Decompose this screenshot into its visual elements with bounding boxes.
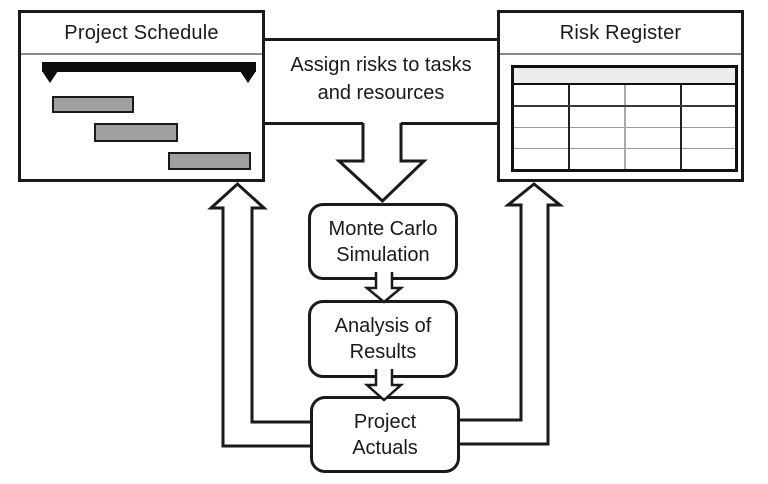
assign-risks-label: Assign risks to tasks and resources: [270, 51, 492, 107]
title-separator: [500, 53, 741, 55]
assign-risks-label-line2: and resources: [317, 82, 445, 104]
risk-table-grid: [511, 65, 738, 172]
risk-table-row: [512, 84, 737, 107]
actuals-label-line1: Project: [353, 410, 417, 433]
risk-register-title: Risk Register: [559, 21, 682, 44]
gantt-task-bar-2: [94, 123, 178, 142]
merge-down-arrow: [335, 123, 428, 204]
gantt-summary-bar: [42, 62, 256, 72]
band-bottom-line-left: [265, 122, 363, 125]
actuals-to-register-up-arrow: [460, 182, 565, 446]
gantt-task-bar-1: [52, 96, 134, 113]
title-separator: [21, 53, 262, 55]
gantt-summary-end-left: [42, 71, 58, 83]
actuals-to-schedule-up-arrow: [207, 181, 310, 448]
assign-risks-label-line1: Assign risks to tasks: [290, 54, 472, 76]
risk-register-panel: Risk Register: [497, 10, 744, 182]
gantt-task-bar-3: [168, 152, 251, 170]
analysis-label-line1: Analysis of: [334, 315, 432, 337]
analysis-of-results-box: Analysis of Results: [308, 300, 458, 378]
project-schedule-panel: Project Schedule: [18, 10, 265, 182]
band-bottom-line-right: [401, 122, 497, 125]
monte-carlo-label-line2: Simulation: [336, 243, 430, 266]
risk-table-header-row: [512, 66, 737, 85]
gantt-summary-end-right: [240, 71, 256, 83]
risk-table-row: [512, 105, 737, 128]
band-top-line: [265, 38, 497, 41]
monte-carlo-simulation-box: Monte Carlo Simulation: [308, 203, 458, 280]
project-actuals-box: Project Actuals: [310, 396, 460, 473]
actuals-label-line2: Actuals: [352, 436, 418, 459]
risk-table-row: [512, 127, 737, 150]
analysis-label-line2: Results: [349, 341, 417, 363]
risk-table: [511, 65, 738, 172]
risk-table-row: [512, 148, 737, 171]
project-schedule-title: Project Schedule: [64, 21, 219, 44]
monte-carlo-label-line1: Monte Carlo: [328, 217, 438, 240]
